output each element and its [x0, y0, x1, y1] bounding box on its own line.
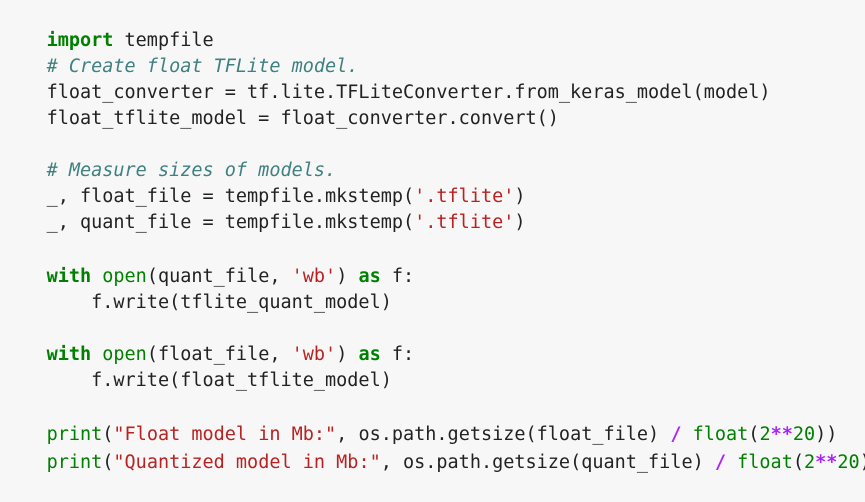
code-text: _, quant_file = tempfile.mkstemp(: [46, 212, 415, 233]
code-line-2[interactable]: # Create float TFLite model.: [2, 28, 359, 77]
operator-power: **: [815, 452, 838, 473]
string-literal: 'wb': [291, 266, 337, 287]
code-line-8[interactable]: _, quant_file = tempfile.mkstemp('.tflit…: [2, 184, 526, 233]
keyword-with: with: [46, 344, 92, 365]
string-literal: '.tflite': [414, 212, 515, 233]
builtin-float: float: [737, 452, 793, 473]
code-line-16[interactable]: print("Float model in Mb:", os.path.gets…: [2, 396, 838, 445]
operator-power: **: [770, 424, 793, 445]
code-text: (: [792, 452, 804, 473]
code-text: _, float_file = tempfile.mkstemp(: [46, 186, 415, 207]
code-line-11[interactable]: f.write(tflite_quant_model): [2, 264, 392, 313]
string-literal: 'wb': [291, 344, 337, 365]
code-text: f.write(tflite_quant_model): [46, 292, 392, 313]
builtin-print: print: [46, 452, 103, 473]
code-text: float_converter = tf.lite.TFLiteConverte…: [46, 82, 771, 103]
builtin-float: float: [692, 424, 749, 445]
code-text: , os.path.getsize(quant_file): [380, 452, 715, 473]
builtin-open: open: [102, 344, 147, 365]
code-text: , os.path.getsize(float_file): [336, 424, 671, 445]
keyword-import: import: [46, 30, 114, 51]
code-line-3[interactable]: float_converter = tf.lite.TFLiteConverte…: [2, 54, 771, 103]
code-line-10[interactable]: with open(quant_file, 'wb') as f:: [2, 238, 415, 287]
code-text: (float_file,: [146, 344, 292, 365]
keyword-with: with: [46, 266, 92, 287]
code-text: f.write(float_tflite_model): [46, 370, 392, 391]
keyword-as: as: [358, 344, 381, 365]
code-line-14[interactable]: f.write(float_tflite_model): [2, 342, 392, 391]
code-text: )): [815, 424, 838, 445]
code-text: float_tflite_model = float_converter.con…: [46, 108, 559, 129]
code-text: (quant_file,: [146, 266, 292, 287]
builtin-print: print: [46, 424, 103, 445]
code-text: tempfile: [113, 30, 214, 51]
code-text: ): [514, 186, 526, 207]
code-line-1[interactable]: import tempfile: [2, 2, 214, 51]
string-literal: '.tflite': [414, 186, 515, 207]
code-text: ): [336, 344, 359, 365]
code-line-4[interactable]: float_tflite_model = float_converter.con…: [2, 80, 559, 129]
code-line-13[interactable]: with open(float_file, 'wb') as f:: [2, 316, 415, 365]
code-text: [726, 452, 737, 473]
code-editor[interactable]: import tempfile # Create float TFLite mo…: [0, 0, 865, 473]
code-text: f:: [380, 266, 415, 287]
code-text: ): [514, 212, 526, 233]
number-literal: 20: [792, 424, 816, 445]
number-literal: 20: [837, 452, 860, 473]
code-line-17[interactable]: print("Quantized model in Mb:", os.path.…: [2, 424, 865, 473]
code-line-7[interactable]: _, float_file = tempfile.mkstemp('.tflit…: [2, 158, 526, 207]
operator-divide: /: [670, 424, 682, 445]
code-comment: # Measure sizes of models.: [46, 160, 337, 181]
builtin-open: open: [102, 266, 147, 287]
code-text: ): [336, 266, 359, 287]
code-text: (: [102, 424, 114, 445]
operator-divide: /: [714, 452, 726, 473]
string-literal: "Quantized model in Mb:": [113, 452, 381, 473]
code-comment: # Create float TFLite model.: [46, 56, 359, 77]
code-text: (: [102, 452, 114, 473]
number-literal: 2: [803, 452, 816, 473]
number-literal: 2: [759, 424, 771, 445]
code-line-6[interactable]: # Measure sizes of models.: [2, 132, 337, 181]
keyword-as: as: [358, 266, 381, 287]
code-text: (: [748, 424, 760, 445]
string-literal: "Float model in Mb:": [113, 424, 337, 445]
code-text: )): [860, 452, 865, 473]
code-text: f:: [380, 344, 415, 365]
